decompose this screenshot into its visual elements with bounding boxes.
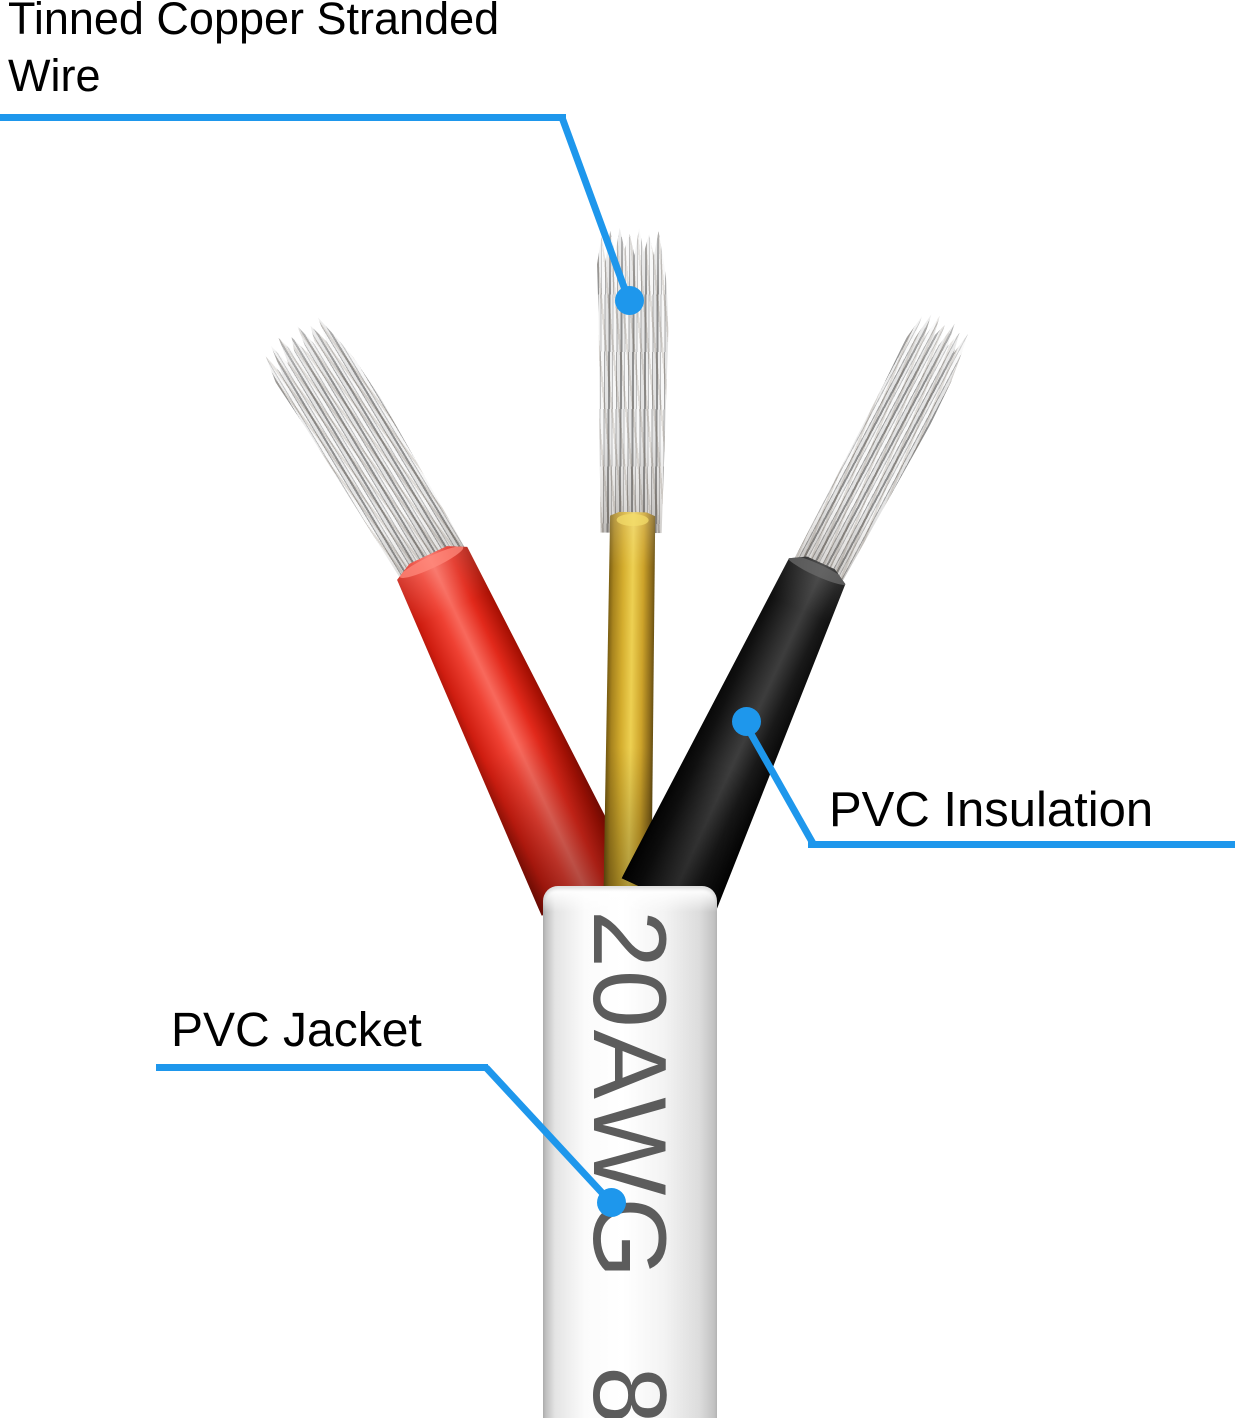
label-pvc-insulation: PVC Insulation xyxy=(829,783,1154,837)
jacket-marking-gauge: 20AWG xyxy=(571,910,687,1281)
jacket-marking-partial: 8 xyxy=(571,1366,687,1418)
label-tinned-copper-stranded-wire: Tinned Copper Stranded Wire xyxy=(8,0,500,101)
callout-line-tinned-horizontal xyxy=(0,114,566,121)
white-outer-jacket xyxy=(543,886,717,1418)
callout-dot-tinned-copper xyxy=(615,286,644,315)
label-pvc-jacket: PVC Jacket xyxy=(171,1004,422,1057)
callout-line-jacket-horizontal xyxy=(156,1064,488,1071)
callout-dot-insulation xyxy=(732,707,761,736)
callout-line-tinned-diagonal xyxy=(558,116,633,303)
callout-dot-jacket xyxy=(597,1188,626,1217)
jacket-marking-text: 20AWG 8 xyxy=(571,910,687,1418)
red-wire-insulation xyxy=(382,533,634,916)
copper-strands-right-wire xyxy=(784,307,977,597)
callout-line-insulation-horizontal xyxy=(808,841,1235,848)
copper-strands-middle-wire xyxy=(595,228,670,534)
yellow-wire-cut-face xyxy=(616,514,649,526)
